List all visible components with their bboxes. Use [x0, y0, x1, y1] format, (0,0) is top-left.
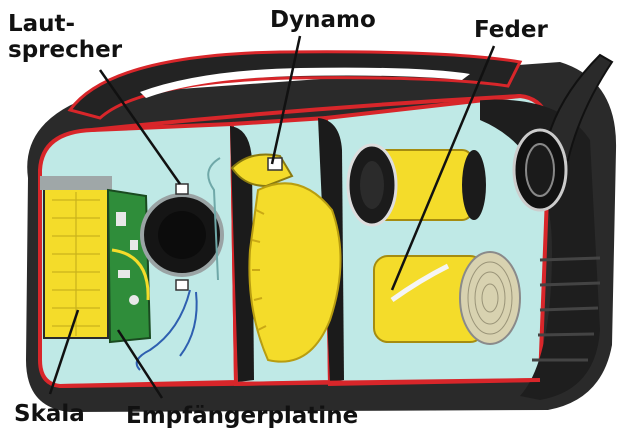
label-empfaengerplatine: Empfängerplatine [126, 404, 358, 428]
label-lautsprecher-line2: sprecher [8, 38, 122, 62]
label-dynamo: Dynamo [270, 8, 376, 32]
label-skala: Skala [14, 402, 85, 426]
receiver-pcb [108, 190, 150, 342]
label-feder: Feder [474, 18, 548, 42]
label-lautsprecher-line1: Laut- [8, 12, 75, 36]
